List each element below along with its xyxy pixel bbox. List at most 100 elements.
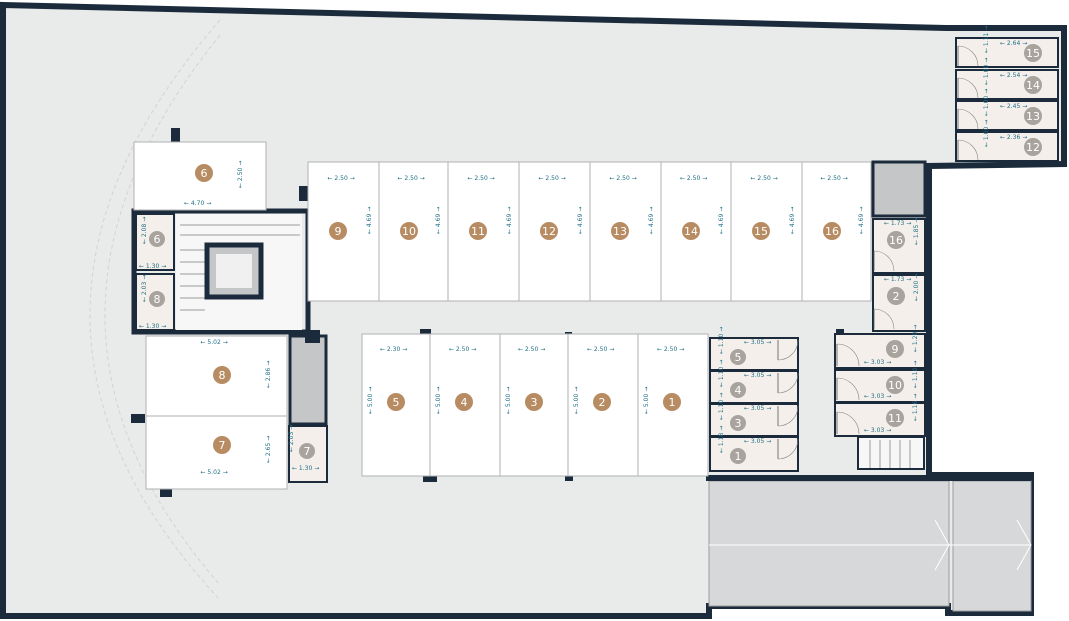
space-number-badge: 7 — [213, 436, 231, 454]
height-dimension: ← 1.10 → — [912, 361, 919, 388]
shaft — [871, 160, 927, 218]
width-dimension: ← 3.05 → — [744, 405, 771, 412]
storage-unit-12: ← 2.36 →← 1.00 →12 — [955, 120, 1059, 162]
door-swing — [836, 343, 860, 367]
storage-unit-9: ← 3.03 →← 1.20 →9 — [834, 325, 926, 369]
width-dimension: ← 1.30 → — [139, 263, 166, 270]
door-swing — [957, 45, 979, 67]
badge-circle — [455, 393, 473, 411]
height-dimension: ← 1.10 → — [718, 360, 725, 387]
height-dimension: ← 5.00 → — [643, 387, 650, 414]
parking-space-1: ← 2.50 →← 5.00 →1 — [637, 333, 709, 477]
door-arc — [957, 108, 979, 130]
space-number: 9 — [335, 225, 342, 238]
door-swing — [777, 405, 799, 427]
badge-circle — [887, 231, 905, 249]
parking-space-6: ← 4.70 →← 2.50 →6 — [133, 141, 267, 211]
space-number-badge: 16 — [887, 231, 905, 249]
height-dimension: ← 2.03 → — [141, 275, 148, 302]
badge-circle — [1024, 76, 1042, 94]
space-number: 10 — [402, 225, 416, 238]
door-arc — [873, 308, 895, 330]
door-swing — [873, 308, 895, 330]
parking-space-12: ← 2.50 →← 4.69 →12 — [518, 161, 591, 302]
badge-circle — [525, 393, 543, 411]
space-number-badge: 11 — [886, 409, 904, 427]
space-number-badge: 13 — [611, 222, 629, 240]
space-number-badge: 15 — [752, 222, 770, 240]
height-dimension: ← 1.20 → — [912, 325, 919, 352]
door-arc — [777, 372, 799, 394]
storage-room — [834, 333, 926, 369]
space-number: 15 — [754, 225, 768, 238]
space-number-badge: 5 — [387, 393, 405, 411]
space-number: 14 — [1026, 79, 1040, 92]
storage-unit-13: ← 2.45 →← 1.00 →13 — [955, 89, 1059, 131]
height-dimension: ← 4.69 → — [366, 207, 373, 234]
door-arc — [873, 250, 895, 272]
space-number-badge: 2 — [887, 287, 905, 305]
space-number: 3 — [735, 417, 742, 430]
space-number-badge: 9 — [329, 222, 347, 240]
height-dimension: ← 4.69 → — [648, 207, 655, 234]
badge-circle — [730, 382, 746, 398]
width-dimension: ← 1.30 → — [139, 323, 166, 330]
badge-circle — [730, 415, 746, 431]
space-number-badge: 14 — [682, 222, 700, 240]
space-number-badge: 7 — [299, 443, 315, 459]
space-number: 15 — [1026, 47, 1040, 60]
door-arc — [957, 139, 979, 161]
storage-unit-16: ← 1.73 →← 1.85 →16 — [872, 218, 926, 274]
space-number-badge: 12 — [1024, 138, 1042, 156]
storage-unit-4: ← 3.05 →← 1.10 →4 — [709, 360, 799, 404]
space-number: 3 — [531, 396, 538, 409]
door-arc — [777, 438, 799, 460]
badge-circle — [387, 393, 405, 411]
drive-arc — [104, 34, 221, 586]
height-dimension: ← 5.00 → — [505, 387, 512, 414]
badge-circle — [730, 349, 746, 365]
width-dimension: ← 2.50 → — [657, 346, 684, 353]
space-number: 6 — [201, 167, 208, 180]
space-number: 5 — [393, 396, 400, 409]
width-dimension: ← 1.30 → — [292, 465, 319, 472]
badge-circle — [213, 366, 231, 384]
height-dimension: ← 2.03 → — [288, 425, 295, 452]
space-number-badge: 4 — [455, 393, 473, 411]
space-number: 1 — [735, 450, 742, 463]
height-dimension: ← 4.69 → — [789, 207, 796, 234]
width-dimension: ← 3.03 → — [864, 359, 891, 366]
storage-unit-15: ← 2.64 →← 1.11 →15 — [955, 26, 1059, 68]
badge-circle — [663, 393, 681, 411]
space-number-badge: 6 — [195, 164, 213, 182]
width-dimension: ← 2.30 → — [380, 346, 407, 353]
width-dimension: ← 2.64 → — [1000, 40, 1027, 47]
badge-circle — [1024, 138, 1042, 156]
width-dimension: ← 2.50 → — [539, 175, 566, 182]
badge-circle — [213, 436, 231, 454]
space-number-badge: 3 — [730, 415, 746, 431]
width-dimension: ← 3.05 → — [744, 372, 771, 379]
badge-circle — [299, 443, 315, 459]
space-number: 4 — [461, 396, 468, 409]
height-dimension: ← 5.00 → — [573, 387, 580, 414]
width-dimension: ← 2.50 → — [587, 346, 614, 353]
height-dimension: ← 5.00 → — [367, 387, 374, 414]
space-number: 2 — [893, 290, 900, 303]
space-number: 10 — [888, 379, 902, 392]
door-swing — [777, 339, 799, 361]
space-number: 8 — [219, 369, 226, 382]
door-swing — [836, 411, 860, 435]
width-dimension: ← 2.54 → — [1000, 72, 1027, 79]
parking-space-16: ← 2.50 →← 4.69 →16 — [801, 161, 872, 302]
door-swing — [777, 372, 799, 394]
height-dimension: ← 2.50 → — [237, 161, 244, 188]
width-dimension: ← 2.50 → — [518, 346, 545, 353]
storage-room — [709, 370, 799, 404]
space-number: 13 — [613, 225, 627, 238]
space-number-badge: 16 — [823, 222, 841, 240]
shaft — [288, 334, 328, 426]
height-dimension: ← 1.00 → — [983, 120, 990, 147]
height-dimension: ← 4.69 → — [506, 207, 513, 234]
storage-unit-10: ← 3.03 → ← 1.10 → 10 — [834, 361, 926, 403]
